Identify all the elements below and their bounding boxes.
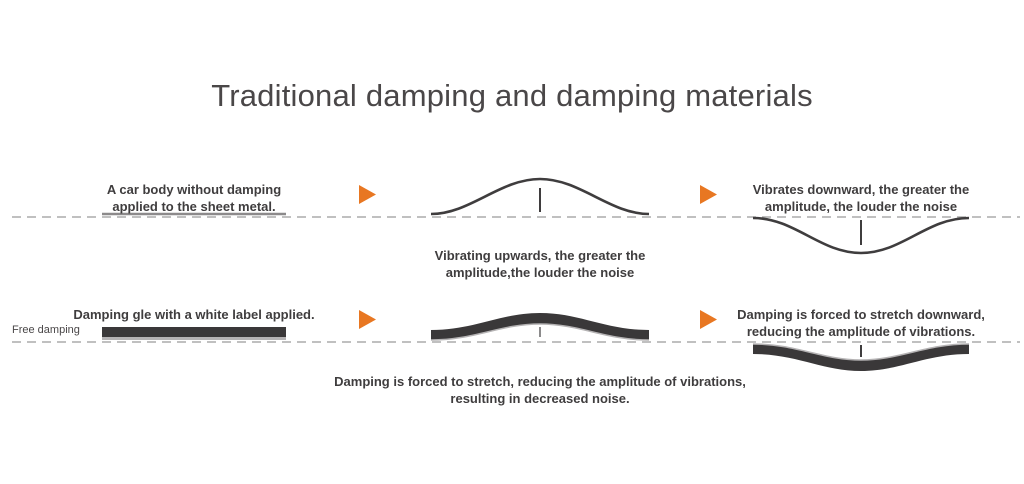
sheet-metal-layer — [102, 337, 286, 340]
row1-left-label-line1: A car body without damping — [106, 182, 282, 197]
downward-vibration-curve — [752, 216, 970, 255]
damping-plate-flat — [102, 327, 286, 337]
row2-left-label: Damping gle with a white label applied. — [73, 307, 315, 322]
upward-vibration-curve — [430, 177, 650, 216]
damped-downward-band — [753, 344, 969, 371]
row1-right-label-line2: amplitude, the louder the noise — [764, 199, 958, 214]
free-damping-label: Free damping — [12, 324, 80, 336]
row2-bottom-caption: Damping is forced to stretch, reducing t… — [300, 373, 780, 407]
arrow-right-icon — [700, 310, 717, 329]
sheet-metal-over-band — [752, 343, 970, 361]
arrow-right-icon — [359, 310, 376, 329]
row1-middle-caption-line1: Vibrating upwards, the greater the — [434, 248, 646, 263]
row1-middle-caption-line2: amplitude,the louder the noise — [445, 265, 635, 280]
sheet-metal-under-band — [430, 323, 650, 341]
row1-left-label-line2: applied to the sheet metal. — [112, 199, 276, 214]
arrow-right-icon — [700, 185, 717, 204]
arrow-right-icon — [359, 185, 376, 204]
row1-right-label-line1: Vibrates downward, the greater the — [752, 182, 970, 197]
row2-right-label-line2: reducing the amplitude of vibrations. — [746, 324, 976, 339]
page-title: Traditional damping and damping material… — [211, 78, 813, 113]
row2-bottom-caption-line1: Damping is forced to stretch, reducing t… — [334, 374, 746, 389]
row2-right-label: Damping is forced to stretch downward, r… — [716, 306, 1006, 340]
row2-bottom-caption-line2: resulting in decreased noise. — [450, 391, 630, 406]
row1-left-label: A car body without damping applied to th… — [82, 181, 306, 215]
damped-upward-band — [431, 313, 649, 340]
row2-right-label-line1: Damping is forced to stretch downward, — [737, 307, 985, 322]
row1-right-label: Vibrates downward, the greater the ampli… — [726, 181, 996, 215]
row1-middle-caption: Vibrating upwards, the greater the ampli… — [400, 247, 680, 281]
